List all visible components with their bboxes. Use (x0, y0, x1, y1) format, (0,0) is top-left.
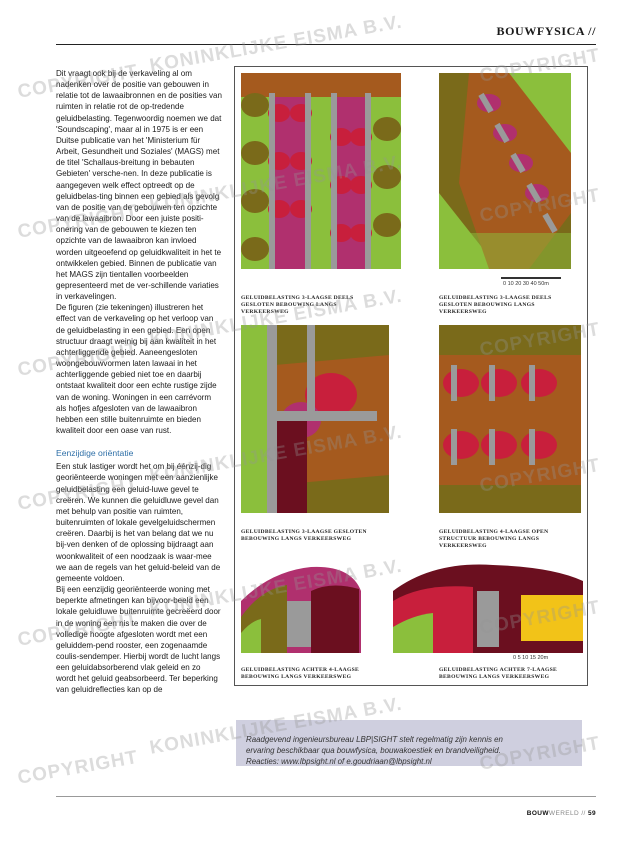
noise-section-6 (393, 564, 583, 653)
info-box: Raadgevend ingenieursbureau LBP|SIGHT st… (236, 720, 582, 766)
noise-map-4 (439, 325, 581, 513)
paragraph: Een stuk lastiger wordt het om bij éénzi… (56, 462, 221, 583)
noise-section-5 (241, 566, 361, 653)
paragraph: Bij een eenzijdig georiënteerde woning m… (56, 585, 221, 695)
figure-caption-1: GELUIDBELASTING 3-LAAGSE DEELS GESLOTEN … (241, 295, 354, 315)
subheading: Eenzijdige oriëntatie (56, 448, 134, 459)
noise-map-3 (241, 325, 389, 513)
brand-light: WERELD (548, 810, 580, 817)
figure-caption-4: GELUIDBELASTING 4-LAAGSE OPEN STRUCTUUR … (439, 529, 549, 549)
figure-caption-5: GELUIDBELASTING ACHTER 4-LAAGSE BEBOUWIN… (241, 667, 360, 680)
figure-caption-2: GELUIDBELASTING 3-LAAGSE DEELS GESLOTEN … (439, 295, 552, 315)
noise-map-2 (439, 73, 571, 269)
figure-caption-3: GELUIDBELASTING 3-LAAGSE GESLOTEN BEBOUW… (241, 529, 367, 542)
info-line-2: ervaring beschikbaar qua bouwfysica, bou… (246, 746, 501, 756)
paragraph: Dit vraagt ook bij de verkaveling al om … (56, 69, 222, 302)
footer-divider (56, 796, 596, 797)
figure-caption-6: GELUIDBELASTING ACHTER 7-LAAGSE BEBOUWIN… (439, 667, 558, 680)
info-line-1: Raadgevend ingenieursbureau LBP|SIGHT st… (246, 735, 503, 744)
brand-bold: BOUW (526, 810, 549, 817)
scale-bar (501, 277, 561, 279)
section-title: BOUWFYSICA // (496, 24, 596, 38)
article-body: Dit vraagt ook bij de verkaveling al om … (56, 68, 222, 696)
figure-panel: GELUIDBELASTING 3-LAAGSE DEELS GESLOTEN … (234, 66, 588, 686)
paragraph: De figuren (zie tekeningen) illustreren … (56, 303, 217, 435)
scale-bar-small-label: 0 5 10 15 20m (513, 655, 549, 661)
header-divider (56, 44, 596, 45)
scale-bar-label: 0 10 20 30 40 50m (503, 281, 549, 287)
page-number: 59 (587, 810, 596, 817)
info-line-3: Reacties: www.lbpsight.nl of e.goudriaan… (246, 757, 432, 767)
footer-separator: // (579, 810, 588, 817)
watermark-copyright: COPYRIGHT (16, 746, 140, 789)
page-footer: BOUWWERELD // 59 (527, 810, 596, 817)
noise-map-1 (241, 73, 401, 269)
